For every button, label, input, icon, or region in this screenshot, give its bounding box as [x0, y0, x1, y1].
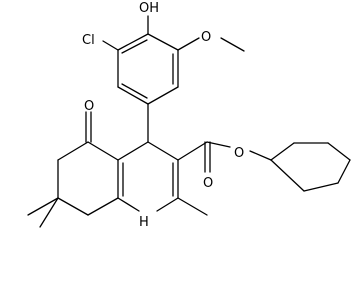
- methoxy-methyl-bond: [220, 37, 245, 52]
- ester-oxygen-label: O: [234, 146, 244, 161]
- bond: [156, 197, 179, 212]
- bond: [337, 159, 351, 184]
- bond: [87, 197, 119, 216]
- bond: [270, 159, 305, 192]
- bond: [117, 197, 140, 212]
- bond: [87, 141, 119, 161]
- bond: [147, 141, 179, 161]
- amine-label: H: [139, 215, 149, 230]
- ester-carbon-bond: [177, 141, 208, 161]
- cyclohexenone-ring: [57, 141, 119, 216]
- gem-methyl-bond: [39, 197, 59, 228]
- bond-inner: [121, 39, 148, 54]
- chloro-label: Cl: [82, 33, 95, 48]
- bond: [327, 142, 351, 161]
- cyclohexyl-ring: [270, 142, 351, 192]
- o-cyclohexyl-bond: [249, 150, 272, 161]
- bond: [303, 182, 339, 192]
- bond: [57, 141, 89, 161]
- bond: [57, 197, 89, 216]
- cl-bond: [102, 40, 119, 51]
- ester-o-bond: [206, 141, 231, 148]
- aryl-ring: [117, 33, 179, 105]
- hydroxyl-label: OH: [139, 1, 159, 16]
- methoxy-oxygen-label: O: [201, 30, 211, 45]
- bond: [147, 33, 179, 51]
- gem-methyl-bond: [27, 197, 59, 216]
- ketone-oxygen-label: O: [84, 99, 94, 114]
- bond: [270, 142, 295, 161]
- methoxy-o-bond: [177, 37, 200, 51]
- bond-inner: [121, 83, 148, 99]
- bond: [117, 33, 149, 51]
- bond: [117, 141, 149, 161]
- ester-carbonyl-oxygen-label: O: [203, 176, 213, 191]
- bond: [147, 86, 179, 105]
- bond: [117, 86, 149, 105]
- c2-methyl-bond: [177, 197, 208, 216]
- dihydropyridine-ring: [117, 141, 179, 212]
